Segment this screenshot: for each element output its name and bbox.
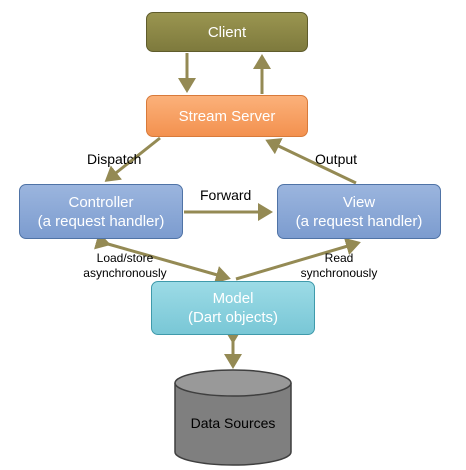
client-node: Client	[146, 12, 308, 52]
output-label: Output	[315, 151, 358, 167]
load-store-arrow	[94, 232, 231, 284]
output-arrow	[265, 138, 357, 185]
stream-server-node: Stream Server	[146, 95, 308, 137]
controller-node: Controller (a request handler)	[19, 184, 183, 239]
read-label: Read synchronously	[294, 251, 384, 281]
read-label-line2: synchronously	[300, 266, 378, 280]
dispatch-arrow	[104, 136, 161, 182]
model-title: Model	[212, 290, 254, 307]
view-node: View (a request handler)	[277, 184, 441, 239]
controller-subtitle: (a request handler)	[37, 212, 165, 230]
load-store-label-line1: Load/store	[96, 251, 154, 265]
dispatch-label: Dispatch	[87, 151, 142, 167]
data-sources-label: Data Sources	[190, 415, 276, 431]
model-subtitle: (Dart objects)	[187, 309, 279, 326]
load-store-label-line2: asynchronously	[83, 266, 167, 280]
data-sources-cylinder	[174, 369, 292, 466]
view-subtitle: (a request handler)	[295, 212, 423, 230]
read-arrow	[235, 237, 361, 281]
stream-server-label: Stream Server	[178, 107, 276, 125]
controller-title: Controller	[68, 193, 134, 211]
read-label-line1: Read	[324, 251, 354, 265]
forward-label: Forward	[200, 187, 252, 203]
client-label: Client	[207, 23, 247, 41]
model-node: Model (Dart objects)	[151, 281, 315, 335]
load-store-label: Load/store asynchronously	[80, 251, 170, 281]
view-title: View	[342, 193, 376, 211]
